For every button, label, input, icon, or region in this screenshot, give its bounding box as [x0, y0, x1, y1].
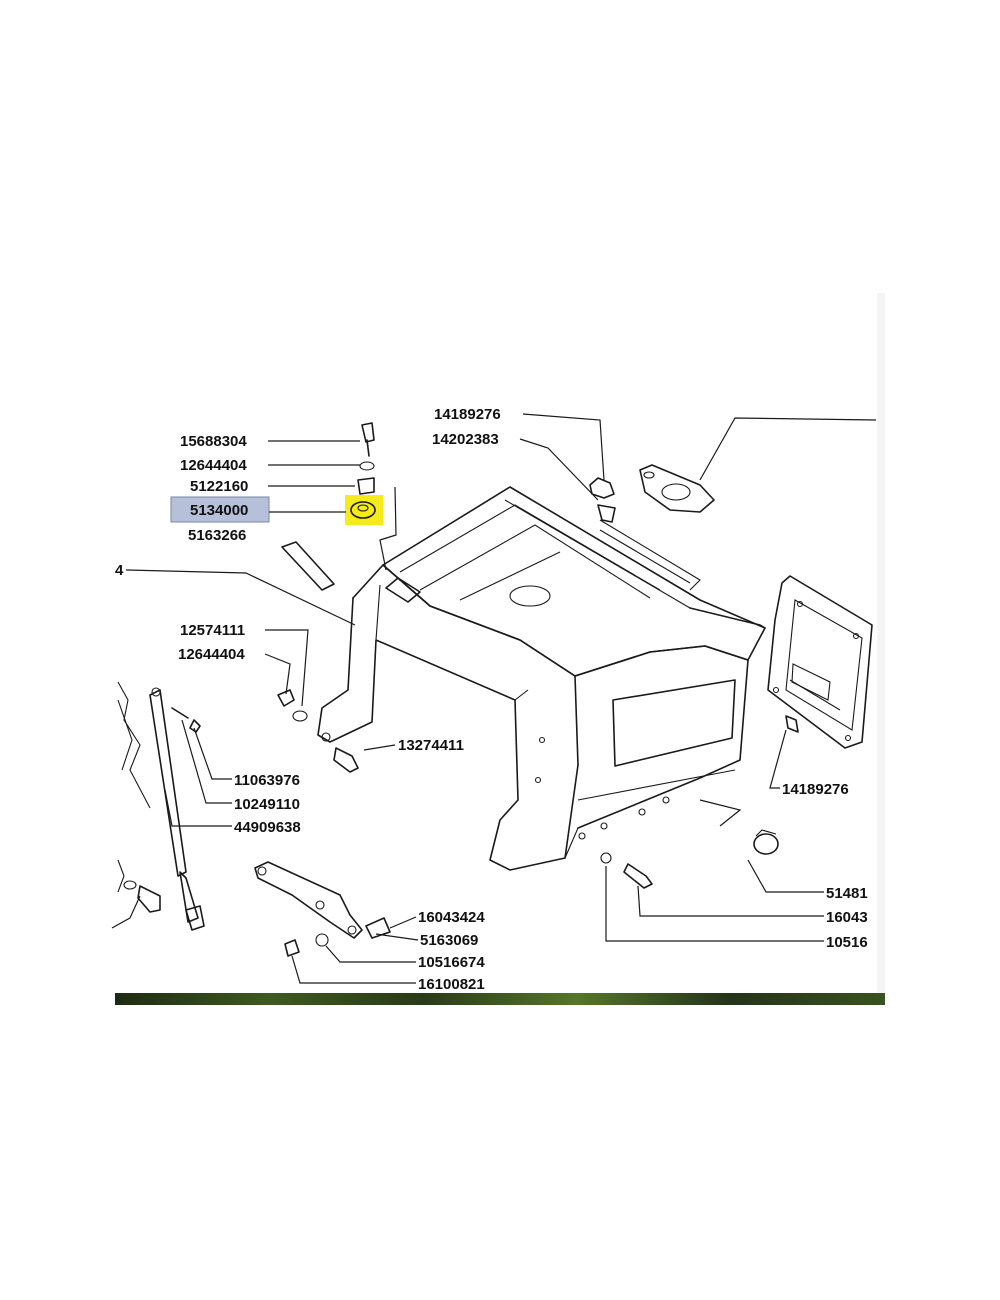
leader-lines	[111, 413, 877, 984]
callout-16043[interactable]: 16043	[826, 909, 868, 926]
callout-14202383[interactable]: 14202383	[432, 431, 499, 448]
callout-5122160[interactable]: 5122160	[190, 478, 248, 495]
callout-12644404-mid[interactable]: 12644404	[178, 646, 245, 663]
page-edge	[877, 293, 885, 993]
callout-14189276-right[interactable]: 14189276	[782, 781, 849, 798]
callout-44909638[interactable]: 44909638	[234, 819, 301, 836]
parts-diagram	[115, 293, 885, 1005]
callout-11063976[interactable]: 11063976	[234, 772, 300, 789]
hood-frame	[317, 486, 766, 871]
gas-strut	[149, 687, 205, 931]
callout-5163069[interactable]: 5163069	[420, 932, 478, 949]
callout-16043424[interactable]: 16043424	[418, 909, 485, 926]
callout-4[interactable]: 4	[115, 562, 124, 579]
selected-label-box[interactable]	[170, 496, 270, 523]
deck-bracket	[385, 577, 421, 603]
callout-15688304[interactable]: 15688304	[180, 433, 247, 450]
callout-13274411[interactable]: 13274411	[398, 737, 464, 754]
callout-10516[interactable]: 10516	[826, 934, 868, 951]
side-grille	[767, 575, 873, 749]
callout-10516674[interactable]: 10516674	[418, 954, 485, 971]
callout-16100821[interactable]: 16100821	[418, 976, 485, 993]
hinge-plate	[639, 464, 715, 513]
top-clip	[589, 477, 616, 523]
left-partial-part	[117, 681, 151, 809]
callout-5163266[interactable]: 5163266	[188, 527, 246, 544]
photo-strip	[115, 993, 885, 1005]
callout-5134000[interactable]: 5134000	[190, 502, 248, 519]
hardware	[123, 422, 779, 957]
callout-12574111[interactable]: 12574111	[180, 622, 245, 639]
callout-51481[interactable]: 51481	[826, 885, 868, 902]
callout-14189276-top[interactable]: 14189276	[434, 406, 501, 423]
support-arm	[254, 861, 363, 939]
callouts: 14189276 14202383 15688304 12644404 5122…	[115, 406, 868, 993]
callout-12644404-top[interactable]: 12644404	[180, 457, 247, 474]
callout-10249110[interactable]: 10249110	[234, 796, 300, 813]
